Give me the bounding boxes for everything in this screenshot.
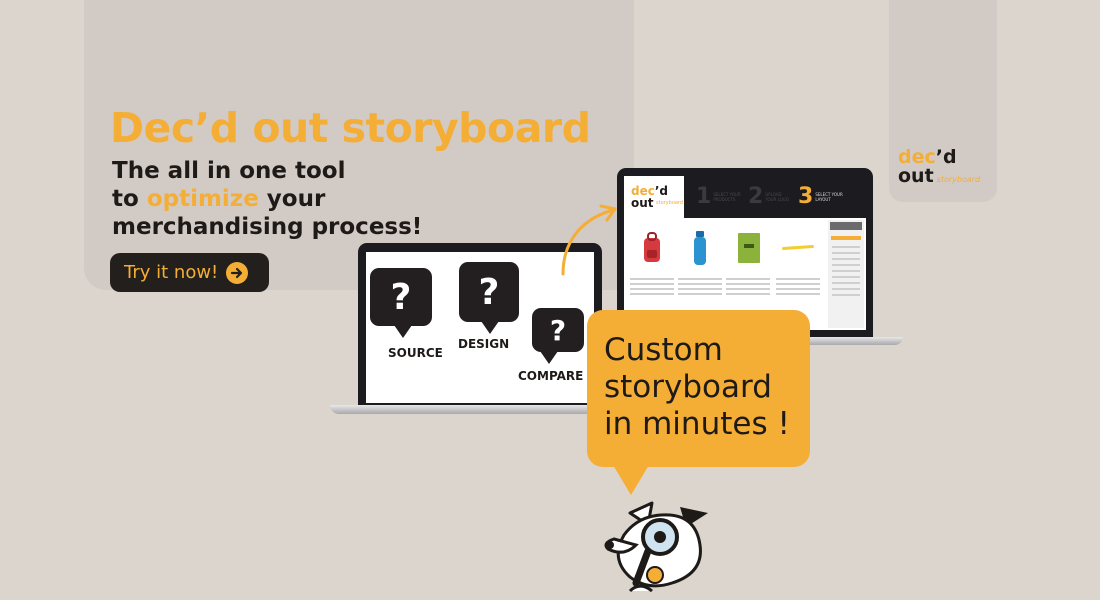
hero-subtitle: The all in one tool to optimize your mer… [112, 157, 422, 241]
brand-logo-dec: dec [898, 146, 936, 168]
subtitle-to: to [112, 186, 147, 212]
brand-logo-small: storyboard [936, 175, 981, 184]
question-mark: ? [549, 313, 567, 347]
app-logo-small: storyboard [656, 200, 684, 206]
callout-line-3: in minutes ! [604, 406, 790, 442]
sidebar-header [830, 222, 862, 230]
subtitle-your: your [258, 186, 326, 212]
label-compare: COMPARE [518, 369, 584, 383]
app-logo-out: out [631, 196, 654, 210]
product-card-backpack[interactable] [628, 228, 676, 328]
try-it-now-button[interactable]: Try it now! [110, 253, 269, 292]
subtitle-line-3: merchandising process! [112, 214, 423, 240]
question-bubble: ? [532, 308, 584, 364]
sidebar-option-selected[interactable] [831, 236, 861, 240]
product-card-pen[interactable] [774, 228, 822, 328]
question-bubble: ? [459, 262, 519, 334]
product-details [676, 278, 724, 295]
page-title: Dec’d out storyboard [110, 104, 591, 152]
brand-logo-apos: ’d [935, 146, 957, 168]
callout-line-1: Custom [604, 332, 723, 368]
product-details [724, 278, 772, 295]
step-num: 2 [748, 184, 764, 209]
notebook-icon [738, 233, 760, 263]
curved-arrow-icon [561, 204, 617, 276]
subtitle-line-1: The all in one tool [112, 158, 346, 184]
step-text: UPLOAD YOUR LOGO [765, 191, 790, 202]
app-logo-line-1: dec’d [631, 184, 668, 198]
step-text: SELECT YOUR LAYOUT [815, 191, 843, 202]
product-card-notebook[interactable] [724, 228, 772, 328]
label-design: DESIGN [458, 337, 510, 351]
subtitle-accent: optimize [146, 186, 259, 212]
brand-panel [889, 0, 997, 202]
question-bubble: ? [370, 268, 432, 338]
callout-text: Custom storyboard in minutes ! [604, 332, 790, 443]
step-num: 1 [696, 184, 712, 209]
step-num: 3 [798, 184, 814, 209]
hero-panel [84, 0, 634, 290]
label-source: SOURCE [388, 346, 443, 360]
bottle-icon [694, 231, 706, 265]
brand-logo-out: out [898, 165, 934, 187]
layout-sidebar [828, 220, 864, 328]
dog-magnifier-icon [604, 501, 708, 593]
arrow-right-circle-icon [226, 261, 249, 284]
question-mark: ? [478, 271, 500, 313]
step-text: SELECT YOUR PRODUCTS [713, 191, 741, 202]
laptop-base [330, 405, 630, 414]
product-details [628, 278, 676, 295]
pen-icon [782, 244, 814, 251]
product-details [774, 278, 822, 295]
try-it-now-label: Try it now! [124, 262, 219, 283]
app-logo-dec: dec [631, 184, 655, 198]
callout-bubble: Custom storyboard in minutes ! [587, 310, 810, 495]
backpack-icon [644, 232, 660, 262]
product-card-bottle[interactable] [676, 228, 724, 328]
question-mark: ? [390, 276, 412, 318]
app-logo-apos: ’d [654, 184, 668, 198]
laptop-screen: ? ? ? SOURCE DESIGN COMPARE [366, 252, 594, 403]
callout-line-2: storyboard [604, 369, 772, 405]
app-logo: dec’d out storyboard [624, 176, 684, 218]
